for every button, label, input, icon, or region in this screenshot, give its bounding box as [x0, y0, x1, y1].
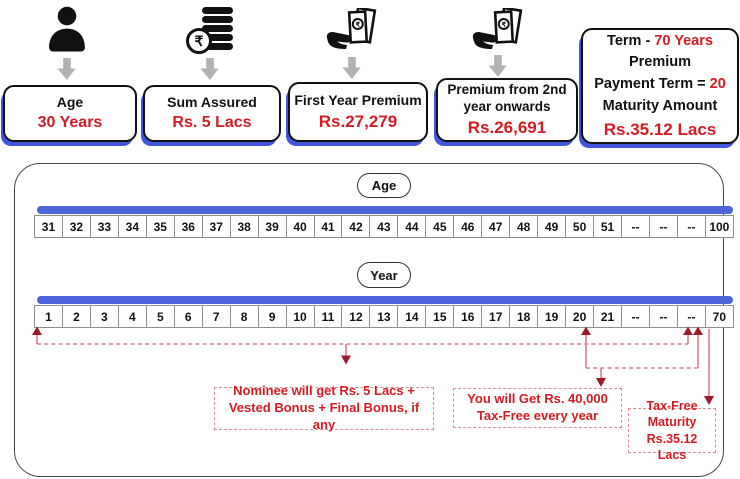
year-cell: 20 [565, 305, 595, 328]
svg-text:₹: ₹ [355, 21, 360, 29]
age-cell: 41 [313, 215, 343, 238]
age-cell: -- [648, 215, 678, 238]
age-cell: 51 [593, 215, 623, 238]
age-cell: 100 [704, 215, 734, 238]
age-blue-bar [37, 206, 733, 214]
renewal-premium-box: Premium from 2nd year onwards Rs.26,691 [436, 78, 578, 142]
year-cell: 21 [593, 305, 623, 328]
age-cell: -- [676, 215, 706, 238]
term-summary-box: Term - 70 Years Premium Payment Term = 2… [581, 28, 739, 144]
age-cell: 38 [229, 215, 259, 238]
svg-text:₹: ₹ [501, 21, 506, 29]
age-cell: 39 [257, 215, 287, 238]
age-cell: 40 [285, 215, 315, 238]
year-cell: 8 [229, 305, 259, 328]
down-arrow-icon [199, 58, 221, 85]
age-cell: 31 [34, 215, 63, 238]
age-cell: 43 [369, 215, 399, 238]
age-label: Age [56, 94, 84, 111]
svg-text:₹: ₹ [195, 33, 204, 49]
year-blue-bar [37, 296, 733, 304]
year-cell: 1 [34, 305, 63, 328]
year-cell: 17 [481, 305, 511, 328]
age-cell: 35 [145, 215, 175, 238]
renewal-premium-value: Rs.26,691 [467, 117, 547, 137]
sum-assured-box: Sum Assured Rs. 5 Lacs [143, 85, 281, 142]
age-cell: 33 [89, 215, 119, 238]
year-cell: 11 [313, 305, 343, 328]
year-cell: 10 [285, 305, 315, 328]
year-cell: -- [648, 305, 678, 328]
maturity-amount-value: Rs.35.12 Lacs [603, 119, 717, 139]
year-cell: 16 [453, 305, 483, 328]
term-line: Term - 70 Years [607, 31, 713, 53]
first-year-premium-value: Rs.27,279 [318, 111, 398, 131]
year-cell: 7 [201, 305, 231, 328]
age-cell: 36 [173, 215, 203, 238]
age-cell: 37 [201, 215, 231, 238]
age-value: 30 Years [37, 113, 103, 131]
payment-term-label: Payment Term = [594, 76, 706, 93]
age-cell: 45 [425, 215, 455, 238]
maturity-amount-label: Maturity Amount [602, 97, 718, 114]
age-box: Age 30 Years [3, 85, 137, 142]
age-cell: 42 [341, 215, 371, 238]
age-row-pill: Age [357, 173, 411, 198]
year-cell: 15 [425, 305, 455, 328]
year-cell: 19 [537, 305, 567, 328]
maturity-benefit-note: Tax-Free Maturity Rs.35.12 Lacs [628, 399, 716, 462]
year-cell: 4 [117, 305, 147, 328]
renewal-premium-label: Premium from 2nd year onwards [447, 82, 567, 114]
nominee-benefit-note: Nominee will get Rs. 5 Lacs + Vested Bon… [214, 383, 434, 432]
age-cell: 44 [397, 215, 427, 238]
year-row-pill: Year [357, 262, 411, 288]
payment-term-value: 20 [709, 76, 726, 93]
payment-term-line: Payment Term = 20 [594, 74, 726, 96]
age-cell: -- [621, 215, 650, 238]
survival-benefit-note: You will Get Rs. 40,000 Tax-Free every y… [453, 388, 622, 428]
down-arrow-icon [56, 58, 78, 85]
money-hand-icon: ₹ [325, 6, 379, 59]
down-arrow-icon [487, 55, 509, 82]
first-year-premium-label: First Year Premium [294, 92, 422, 109]
sum-assured-value: Rs. 5 Lacs [172, 113, 252, 131]
year-cell: 12 [341, 305, 371, 328]
premium-word: Premium [628, 54, 692, 71]
age-cell: 32 [61, 215, 91, 238]
year-cell: 70 [704, 305, 734, 328]
money-hand-icon: ₹ [471, 6, 525, 59]
year-cell: 14 [397, 305, 427, 328]
age-cell: 34 [117, 215, 147, 238]
sum-assured-label: Sum Assured [167, 94, 257, 111]
down-arrow-icon [341, 57, 363, 84]
year-cell: 5 [145, 305, 175, 328]
year-cell: -- [621, 305, 650, 328]
year-cell: 9 [257, 305, 287, 328]
year-cell: 18 [509, 305, 539, 328]
year-cell: 6 [173, 305, 203, 328]
age-cell: 50 [565, 215, 595, 238]
year-cell: -- [676, 305, 706, 328]
first-year-premium-box: First Year Premium Rs.27,279 [288, 82, 428, 142]
year-cell: 13 [369, 305, 399, 328]
year-cell: 3 [89, 305, 119, 328]
term-value: 70 Years [654, 32, 713, 49]
age-cell: 46 [453, 215, 483, 238]
rupee-coins-icon: ₹ [185, 5, 235, 62]
age-cell: 49 [537, 215, 567, 238]
year-cell: 2 [61, 305, 91, 328]
person-icon [41, 4, 93, 63]
age-cell: 47 [481, 215, 511, 238]
term-label: Term - [607, 32, 651, 49]
age-cell: 48 [509, 215, 539, 238]
